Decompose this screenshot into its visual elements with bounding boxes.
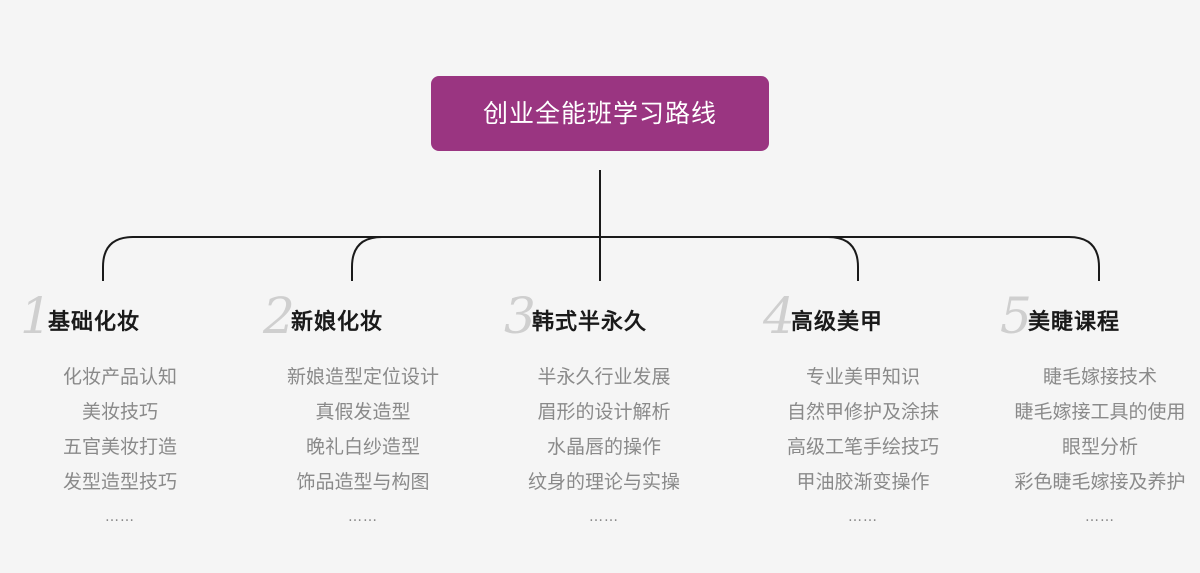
- branch-item-list: 睫毛嫁接技术 睫毛嫁接工具的使用 眼型分析 彩色睫毛嫁接及养护 ……: [1000, 364, 1200, 539]
- branch-line-5: [600, 236, 1100, 281]
- list-item: 半永久行业发展: [537, 366, 671, 388]
- list-item: 彩色睫毛嫁接及养护: [1014, 471, 1186, 493]
- more-ellipsis: ……: [848, 509, 878, 525]
- list-item: 化妆产品认知: [62, 366, 177, 388]
- branch-column-2: 2 新娘化妆 新娘造型定位设计 真假发造型 晚礼白纱造型 饰品造型与构图 ……: [263, 288, 463, 525]
- list-item: 甲油胶渐变操作: [796, 471, 930, 493]
- more-ellipsis: ……: [105, 509, 135, 525]
- branch-header: 4 高级美甲: [763, 288, 963, 354]
- branch-number: 4: [763, 287, 795, 345]
- branch-title: 韩式半永久: [532, 310, 648, 335]
- list-item: 五官美妆打造: [62, 436, 177, 458]
- branch-item-list: 专业美甲知识 自然甲修护及涂抹 高级工笔手绘技巧 甲油胶渐变操作 ……: [763, 364, 963, 539]
- more-ellipsis: ……: [348, 509, 378, 525]
- list-item: 眼型分析: [1061, 436, 1138, 458]
- branch-number: 2: [263, 287, 295, 345]
- root-node: 创业全能班学习路线: [431, 76, 769, 151]
- branch-line-2: [351, 236, 600, 281]
- branch-header: 3 韩式半永久: [504, 288, 704, 354]
- list-item: 专业美甲知识: [805, 366, 920, 388]
- branch-header: 5 美睫课程: [1000, 288, 1200, 354]
- list-item: 纹身的理论与实操: [527, 471, 680, 493]
- list-item: 睫毛嫁接工具的使用: [1014, 401, 1186, 423]
- list-item: 自然甲修护及涂抹: [786, 401, 939, 423]
- list-item: 真假发造型: [315, 401, 411, 423]
- branch-header: 1 基础化妆: [20, 288, 220, 354]
- branch-item-list: 新娘造型定位设计 真假发造型 晚礼白纱造型 饰品造型与构图 ……: [263, 364, 463, 539]
- list-item: 睫毛嫁接技术: [1042, 366, 1157, 388]
- list-item: 新娘造型定位设计: [286, 366, 439, 388]
- branch-column-4: 4 高级美甲 专业美甲知识 自然甲修护及涂抹 高级工笔手绘技巧 甲油胶渐变操作 …: [763, 288, 963, 525]
- branch-title: 新娘化妆: [291, 310, 384, 335]
- branch-column-1: 1 基础化妆 化妆产品认知 美妆技巧 五官美妆打造 发型造型技巧 ……: [20, 288, 220, 525]
- branch-title: 美睫课程: [1028, 310, 1121, 335]
- list-item: 水晶唇的操作: [546, 436, 661, 458]
- list-item: 发型造型技巧: [62, 471, 177, 493]
- branch-item-list: 半永久行业发展 眉形的设计解析 水晶唇的操作 纹身的理论与实操 ……: [504, 364, 704, 539]
- list-item: 美妆技巧: [81, 401, 158, 423]
- branch-column-3: 3 韩式半永久 半永久行业发展 眉形的设计解析 水晶唇的操作 纹身的理论与实操 …: [504, 288, 704, 525]
- branch-number: 3: [504, 287, 536, 345]
- branch-title: 基础化妆: [48, 310, 141, 335]
- branch-number: 1: [20, 287, 52, 345]
- list-item: 晚礼白纱造型: [305, 436, 420, 458]
- branch-column-5: 5 美睫课程 睫毛嫁接技术 睫毛嫁接工具的使用 眼型分析 彩色睫毛嫁接及养护 ……: [1000, 288, 1200, 525]
- branch-title: 高级美甲: [791, 310, 884, 335]
- list-item: 饰品造型与构图: [296, 471, 430, 493]
- branch-item-list: 化妆产品认知 美妆技巧 五官美妆打造 发型造型技巧 ……: [20, 364, 220, 539]
- list-item: 高级工笔手绘技巧: [786, 436, 939, 458]
- branch-number: 5: [1000, 287, 1032, 345]
- branch-header: 2 新娘化妆: [263, 288, 463, 354]
- branch-line-1: [102, 236, 600, 281]
- list-item: 眉形的设计解析: [537, 401, 671, 423]
- more-ellipsis: ……: [1085, 509, 1115, 525]
- more-ellipsis: ……: [589, 509, 619, 525]
- branch-line-4: [600, 236, 859, 281]
